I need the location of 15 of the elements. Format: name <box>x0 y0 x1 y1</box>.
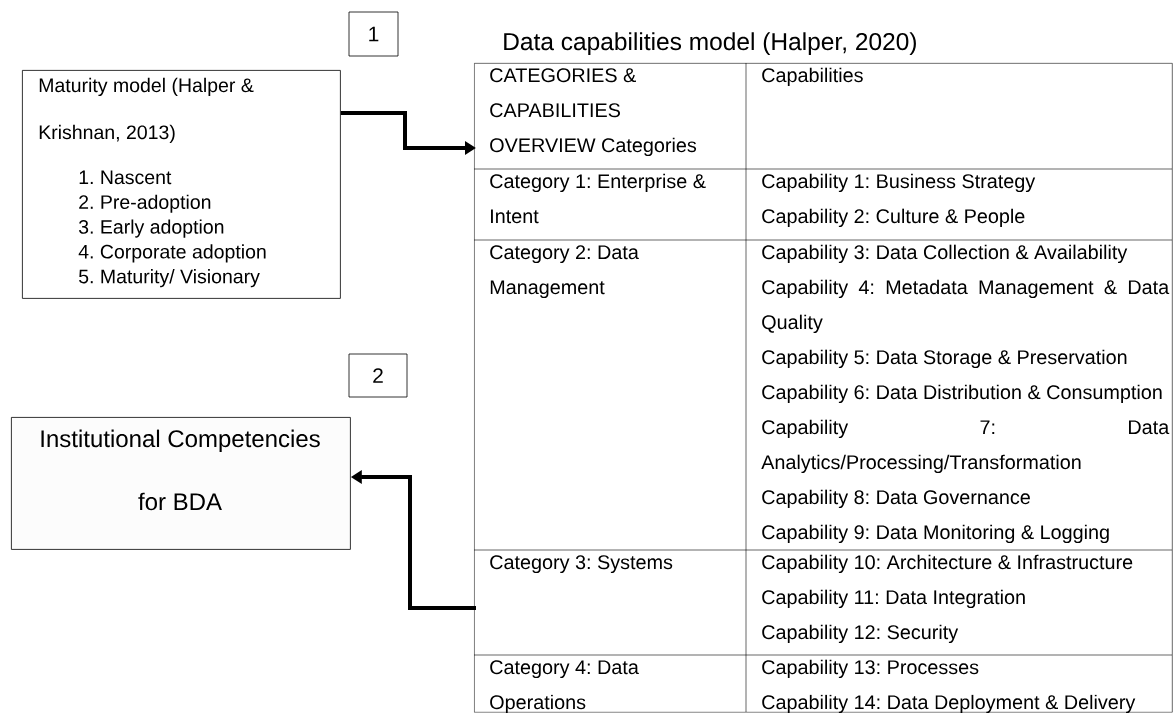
table-cell: Capabilities <box>762 67 863 87</box>
table-cell: CATEGORIES & CAPABILITIES OVERVIEW Categories <box>490 68 697 157</box>
table-cell: Capability 3: Data Collection & Availability Capability 4: Metadata Management & Data Quality Capability 5: Data Storage & Preservation Capability 6: Data Distribution & Consumption Capability 7: Data Analytics/Processing/Transformation Capability 8: Data Governance Capability 9: Data Monitoring & Logging <box>761 244 1170 544</box>
competency-box: Institutional Competencies for BDA <box>11 417 351 550</box>
table-cell: Capability 13: Processes Capability 14: Data Deployment & Delivery <box>762 659 1136 713</box>
table-cell: Category 4: Data Operations <box>490 660 639 713</box>
table-title: Data capabilities model (Halper, 2020) <box>504 32 916 56</box>
table-cell: Capability 1: Business Strategy Capability 2: Culture & People <box>762 173 1036 228</box>
model-box: Maturity model (Halper & Krishnan, 2013) 1. Nascent 2. Pre-adoption 3. Early adoption 4. Corporate adoption 5. Maturity/ Visionary <box>22 70 341 299</box>
table-cell: Category 2: Data Management <box>490 245 639 299</box>
number-box: 2 <box>348 353 408 398</box>
table-cell: Category 3: Systems <box>490 555 673 574</box>
table-cell: Capability 10: Architecture & Infrastructure Capability 11: Data Integration Capability 12: Security <box>762 554 1133 644</box>
number-box: 1 <box>348 11 399 57</box>
table-cell: Category 1: Enterprise & Intent <box>490 173 706 224</box>
